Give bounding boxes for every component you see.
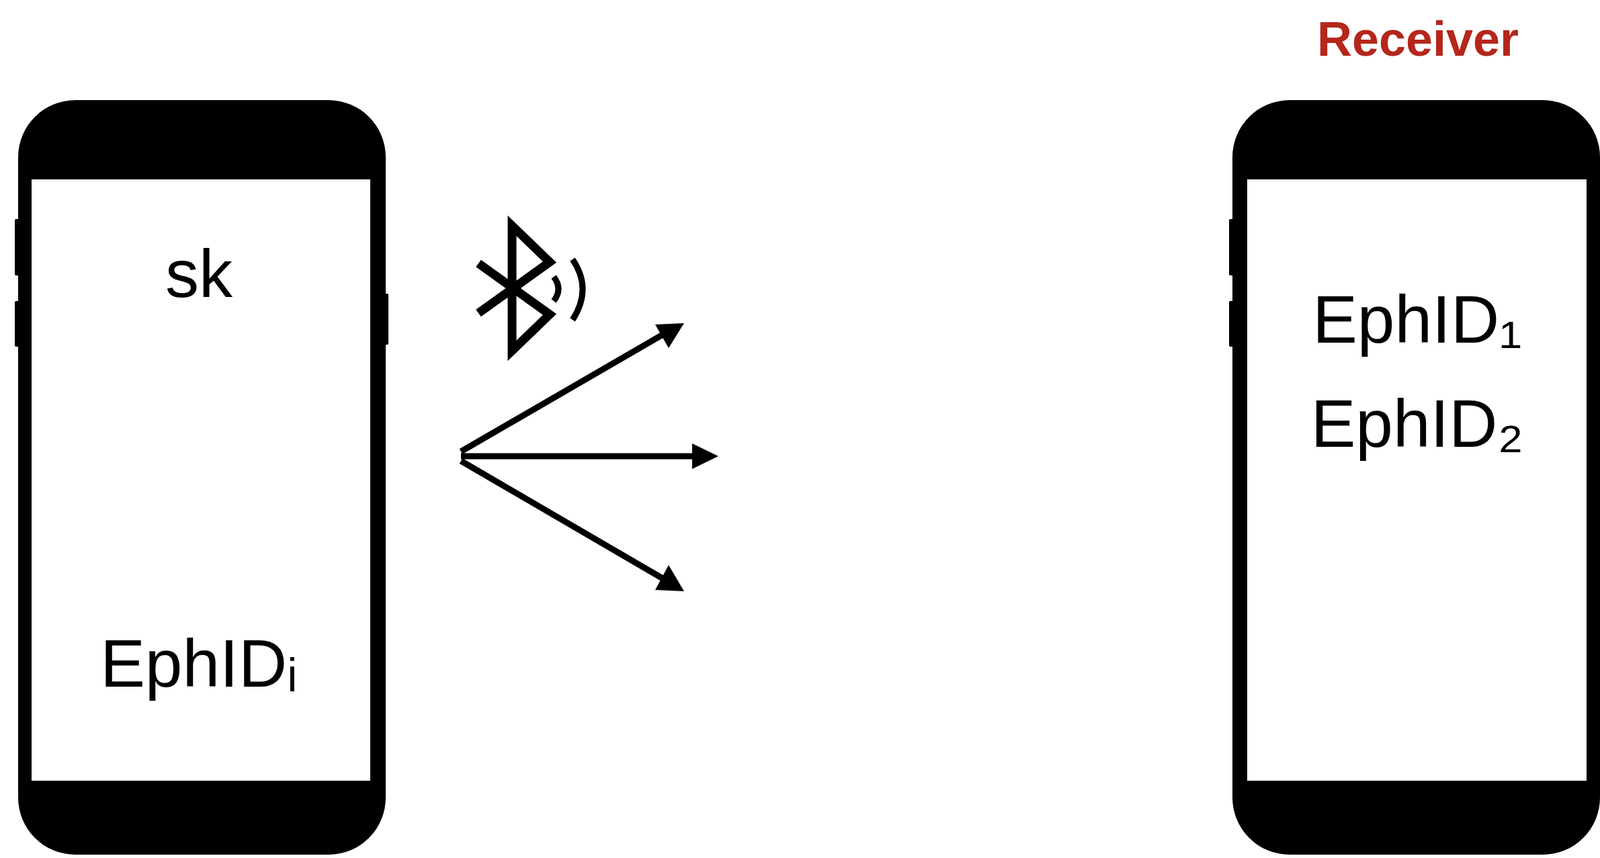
broadcast-arrows	[460, 323, 719, 592]
phone: skEphIDᵢ	[18, 100, 386, 855]
phone: ReceiverEphID₁EphID₂	[1232, 100, 1600, 855]
phone-outline	[1232, 100, 1600, 855]
id-label: EphID₁	[1312, 280, 1523, 359]
heading-label: Receiver	[1317, 11, 1519, 68]
id-label: EphID₂	[1311, 385, 1525, 463]
bluetooth-icon	[478, 225, 583, 351]
phone-outline	[18, 100, 386, 855]
id-label: EphIDᵢ	[100, 624, 298, 703]
id-label: sk	[165, 235, 233, 313]
